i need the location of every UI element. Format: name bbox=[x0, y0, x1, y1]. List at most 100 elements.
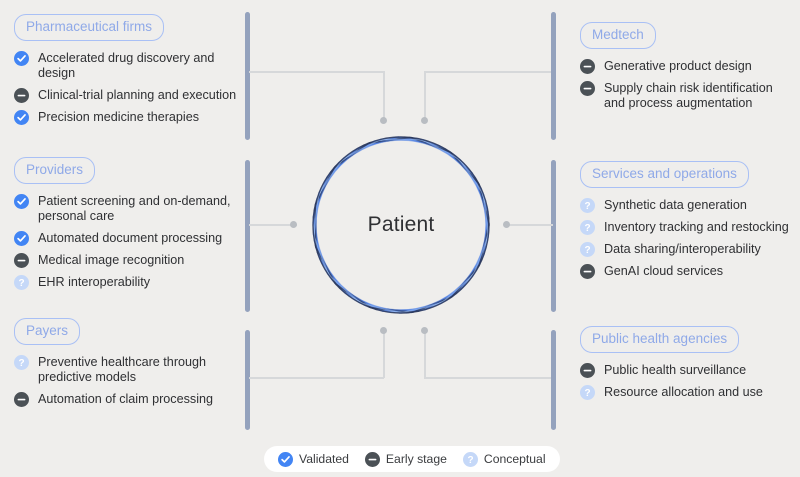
group-services-and-operations: Services and operations ? Synthetic data … bbox=[580, 161, 795, 285]
connector-dot-services bbox=[503, 221, 510, 228]
group-items-payers: ? Preventive healthcare through predictiv… bbox=[14, 354, 244, 407]
connector-dot-medtech bbox=[421, 117, 428, 124]
group-payers: Payers ? Preventive healthcare through pr… bbox=[14, 318, 244, 413]
conceptual-question-icon: ? bbox=[580, 197, 595, 213]
group-items-providers: Patient screening and on-demand, persona… bbox=[14, 193, 244, 290]
early-stage-minus-icon bbox=[14, 87, 29, 103]
legend-validated-icon bbox=[278, 451, 293, 467]
connector-payers-horizontal bbox=[249, 377, 384, 379]
early-stage-minus-icon bbox=[14, 252, 29, 268]
list-item[interactable]: Supply chain risk identification and pro… bbox=[580, 80, 792, 111]
connector-publichealth-vertical bbox=[424, 330, 426, 378]
legend-item-label: Early stage bbox=[385, 452, 447, 466]
list-item[interactable]: Clinical-trial planning and execution bbox=[14, 87, 244, 103]
divider-right-top bbox=[551, 12, 556, 140]
list-item-label: Data sharing/interoperability bbox=[604, 241, 761, 256]
connector-medtech-vertical bbox=[424, 71, 426, 120]
group-providers: Providers Patient screening and on-deman… bbox=[14, 157, 244, 296]
divider-right-middle bbox=[551, 160, 556, 312]
legend-conceptual-icon: ? bbox=[462, 451, 478, 467]
connector-medtech-horizontal bbox=[424, 71, 551, 73]
list-item[interactable]: Patient screening and on-demand, persona… bbox=[14, 193, 244, 224]
validated-check-icon bbox=[14, 193, 29, 209]
legend-item-validated: Validated bbox=[278, 451, 349, 467]
group-pharmaceutical-firms: Pharmaceutical firms Accelerated drug di… bbox=[14, 14, 244, 131]
group-title-services-and-operations: Services and operations bbox=[580, 161, 749, 188]
connector-dot-payers bbox=[380, 327, 387, 334]
list-item-label: Preventive healthcare through predictive… bbox=[38, 354, 207, 384]
legend: Validated Early stage? Conceptual bbox=[264, 446, 560, 472]
conceptual-question-icon: ? bbox=[14, 354, 29, 370]
connector-publichealth-horizontal bbox=[424, 377, 551, 379]
list-item[interactable]: Public health surveillance bbox=[580, 362, 792, 378]
list-item[interactable]: ?Inventory tracking and restocking bbox=[580, 219, 795, 235]
connector-dot-publichealth bbox=[421, 327, 428, 334]
group-title-pharmaceutical-firms: Pharmaceutical firms bbox=[14, 14, 165, 41]
legend-item-label: Conceptual bbox=[483, 452, 546, 466]
list-item[interactable]: ? Synthetic data generation bbox=[580, 197, 795, 213]
validated-check-icon bbox=[14, 50, 29, 66]
list-item[interactable]: Precision medicine therapies bbox=[14, 109, 244, 125]
list-item-label: Accelerated drug discovery and design bbox=[38, 50, 215, 80]
divider-left-bottom bbox=[245, 330, 250, 430]
list-item[interactable]: ?Resource allocation and use bbox=[580, 384, 792, 400]
early-stage-minus-icon bbox=[14, 391, 29, 407]
early-stage-minus-icon bbox=[580, 58, 595, 74]
list-item-label: Inventory tracking and restocking bbox=[604, 219, 789, 234]
spirograph-rings-icon bbox=[312, 136, 490, 314]
list-item[interactable]: GenAI cloud services bbox=[580, 263, 795, 279]
divider-left-top bbox=[245, 12, 250, 140]
list-item-label: Automated document processing bbox=[38, 230, 223, 245]
conceptual-question-icon: ? bbox=[14, 274, 29, 290]
center-graphic: Patient bbox=[296, 120, 506, 330]
list-item-label: EHR interoperability bbox=[38, 274, 150, 289]
conceptual-question-icon: ? bbox=[580, 384, 595, 400]
list-item[interactable]: ? Preventive healthcare through predictiv… bbox=[14, 354, 244, 385]
legend-item-early: Early stage bbox=[364, 451, 447, 467]
svg-text:?: ? bbox=[18, 358, 24, 369]
list-item-label: Supply chain risk identification and pro… bbox=[604, 80, 773, 110]
group-title-medtech: Medtech bbox=[580, 22, 656, 49]
divider-right-bottom bbox=[551, 330, 556, 430]
list-item[interactable]: ? EHR interoperability bbox=[14, 274, 244, 290]
connector-payers-vertical bbox=[383, 330, 385, 378]
validated-check-icon bbox=[14, 230, 29, 246]
center-label: Patient bbox=[367, 213, 435, 236]
list-item[interactable]: Accelerated drug discovery and design bbox=[14, 50, 244, 81]
list-item-label: GenAI cloud services bbox=[604, 263, 723, 278]
early-stage-minus-icon bbox=[580, 80, 595, 96]
list-item-label: Public health surveillance bbox=[604, 362, 747, 377]
connector-services-horizontal bbox=[506, 224, 553, 226]
svg-text:?: ? bbox=[467, 455, 473, 466]
legend-item-label: Validated bbox=[299, 452, 349, 466]
svg-text:?: ? bbox=[584, 388, 590, 399]
legend-item-conceptual: ? Conceptual bbox=[462, 451, 546, 467]
early-stage-minus-icon bbox=[580, 362, 595, 378]
list-item[interactable]: Automation of claim processing bbox=[14, 391, 244, 407]
list-item[interactable]: ? Data sharing/interoperability bbox=[580, 241, 795, 257]
group-items-services-and-operations: ?Synthetic data generation?Inventory tra… bbox=[580, 197, 795, 279]
legend-early-icon bbox=[364, 451, 380, 467]
list-item[interactable]: Generative product design bbox=[580, 58, 792, 74]
list-item-label: Generative product design bbox=[604, 58, 752, 73]
group-title-providers: Providers bbox=[14, 157, 96, 184]
connector-dot-pharma bbox=[380, 117, 387, 124]
connector-pharma-vertical bbox=[383, 71, 385, 120]
conceptual-question-icon: ? bbox=[580, 241, 595, 257]
group-items-public-health-agencies: Public health surveillance ?Resource allo… bbox=[580, 362, 792, 400]
list-item-label: Medical image recognition bbox=[38, 252, 185, 267]
validated-check-icon bbox=[14, 109, 29, 125]
divider-left-middle bbox=[245, 160, 250, 312]
list-item[interactable]: Automated document processing bbox=[14, 230, 244, 246]
group-title-payers: Payers bbox=[14, 318, 81, 345]
group-title-public-health-agencies: Public health agencies bbox=[580, 326, 740, 353]
early-stage-minus-icon bbox=[580, 263, 595, 279]
list-item[interactable]: Medical image recognition bbox=[14, 252, 244, 268]
list-item-label: Synthetic data generation bbox=[604, 197, 747, 212]
connector-dot-providers bbox=[290, 221, 297, 228]
connector-providers-horizontal bbox=[249, 224, 297, 226]
connector-pharma-horizontal bbox=[249, 71, 384, 73]
